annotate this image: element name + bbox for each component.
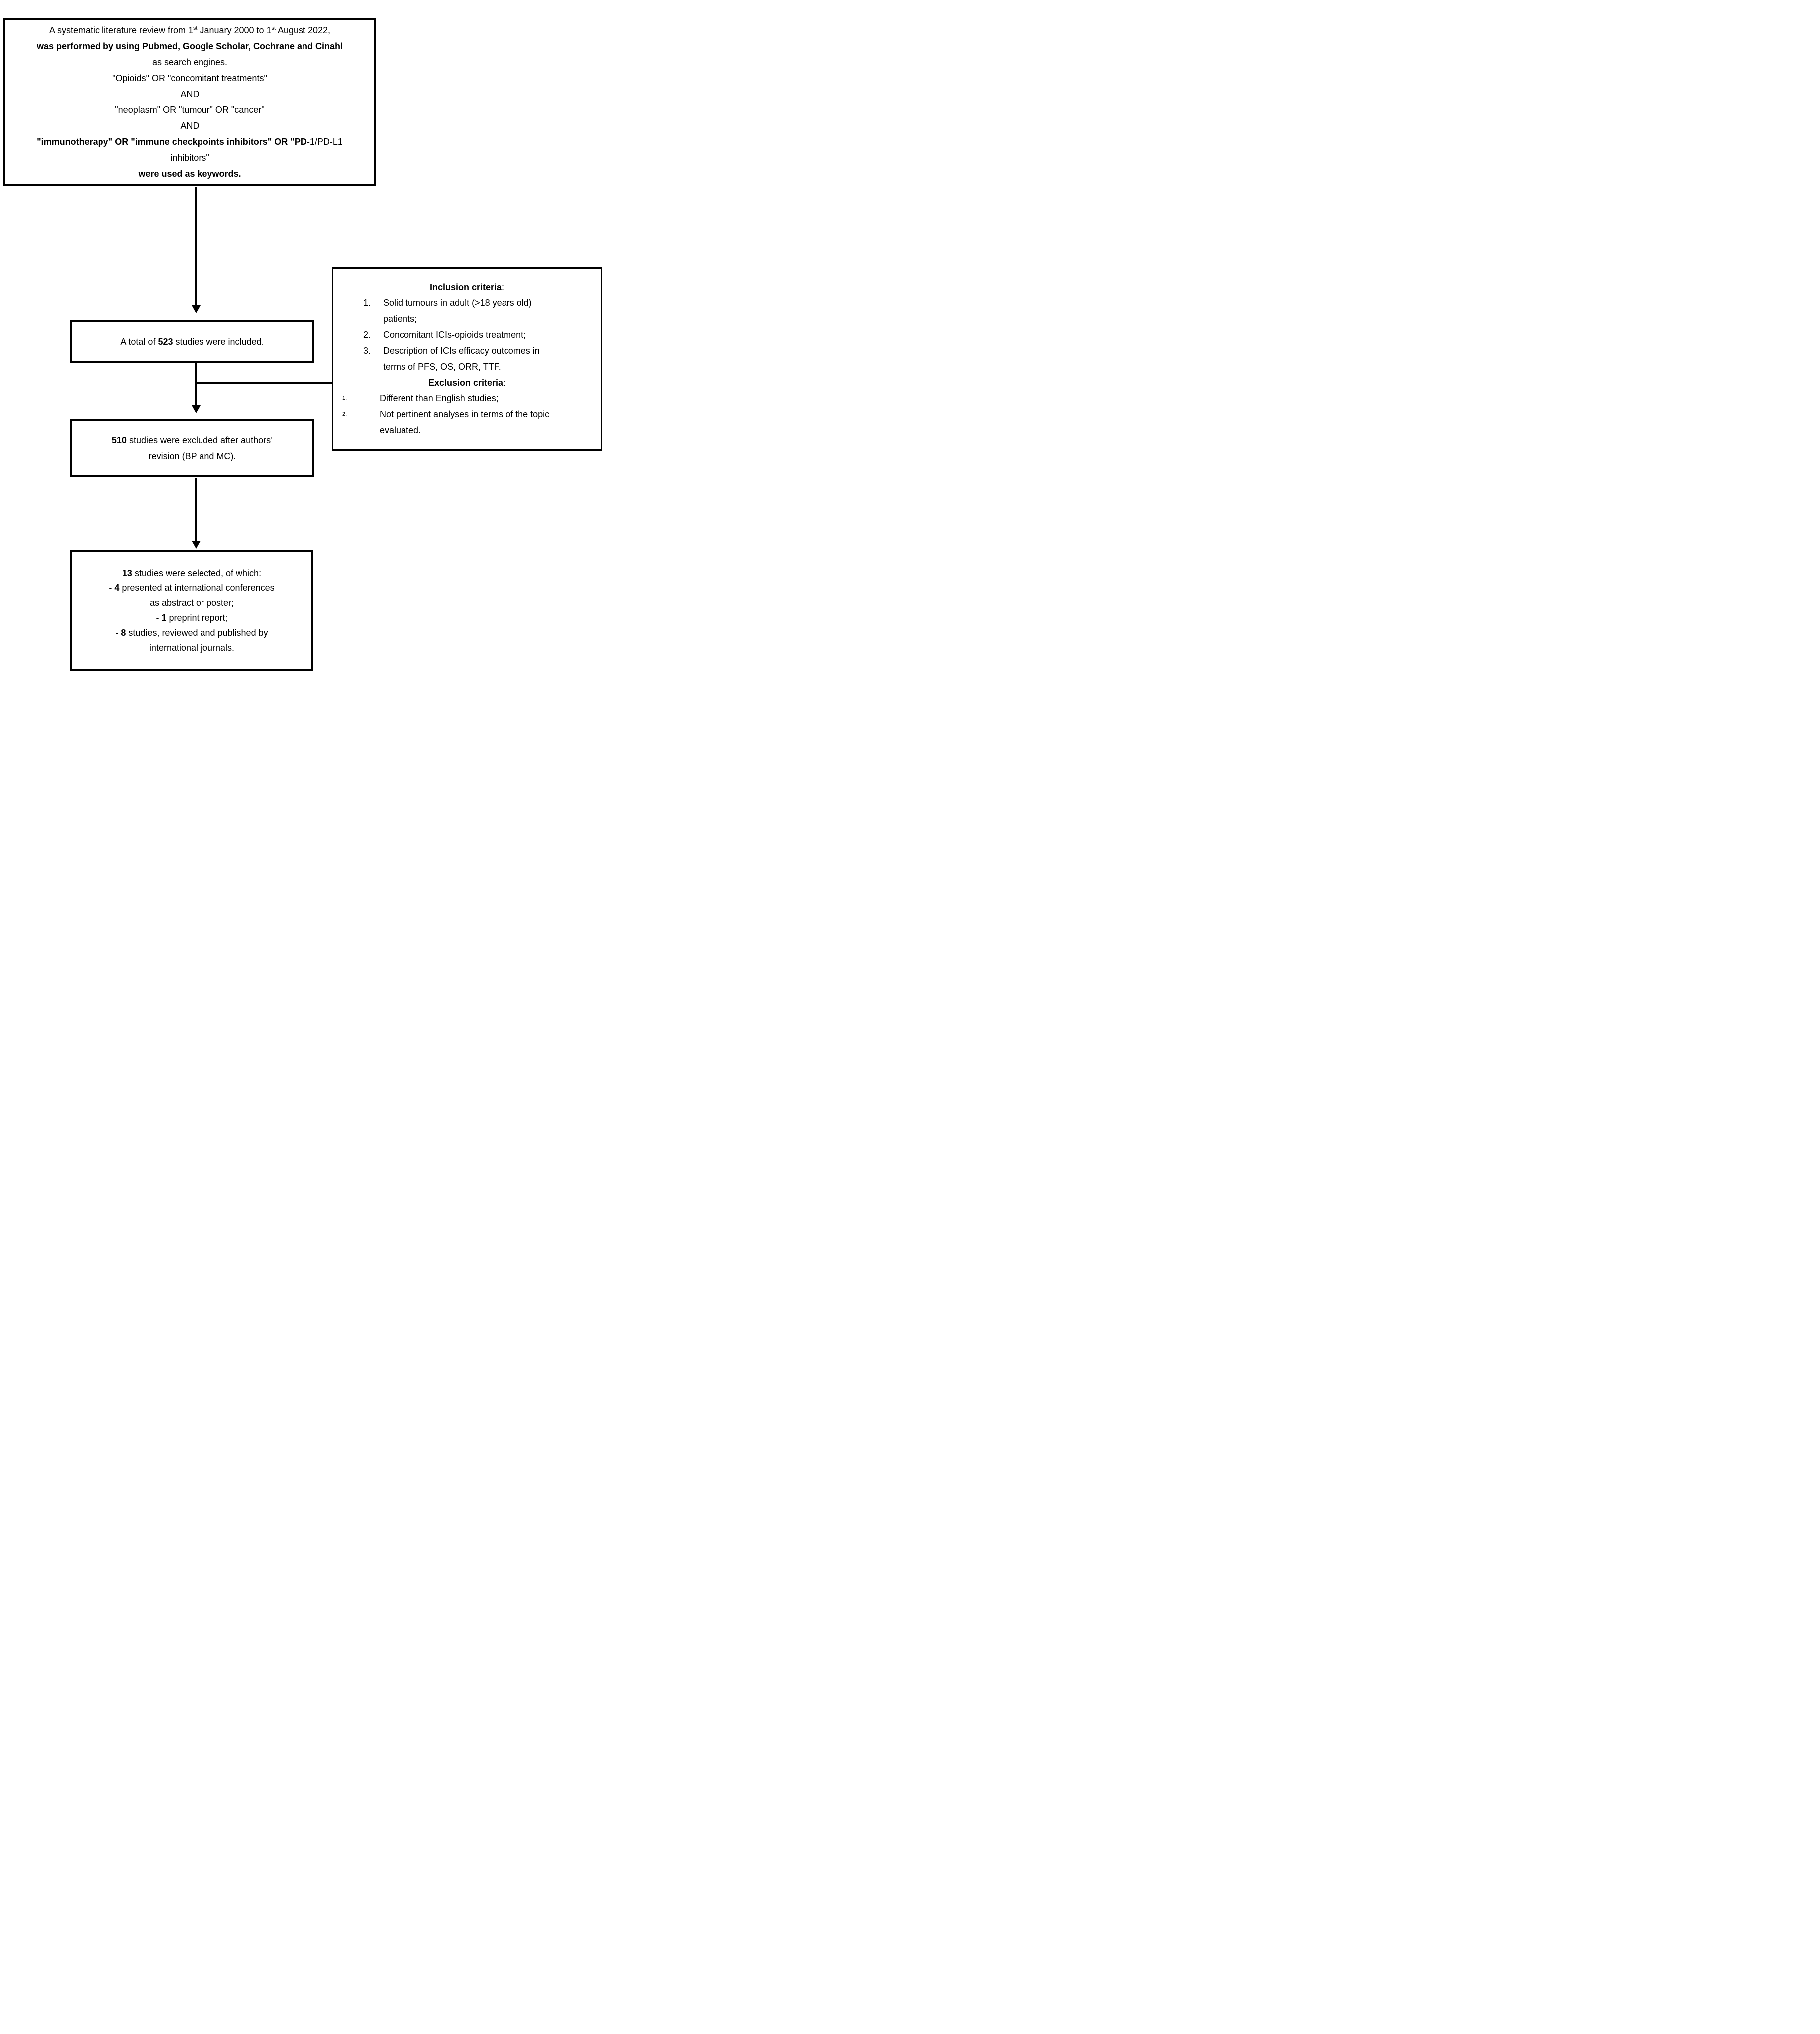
- text-line: A total of 523 studies were included.: [120, 337, 264, 347]
- criteria-item: 1. Different than English studies;: [333, 390, 601, 406]
- text-line: - 1 preprint report;: [156, 612, 228, 623]
- exclusion-criteria-title: Exclusion criteria:: [333, 375, 601, 390]
- text-line: "immunotherapy" OR "immune checkpoints i…: [37, 136, 343, 147]
- criteria-box: Inclusion criteria: 1. Solid tumours in a…: [332, 267, 602, 451]
- included-studies-box: A total of 523 studies were included.: [70, 320, 314, 363]
- text-line: "Opioids" OR "concomitant treatments": [112, 73, 267, 83]
- included-studies-text: A total of 523 studies were included.: [120, 334, 264, 350]
- arrow-line-1: [195, 187, 197, 306]
- criteria-item-text: Description of ICIs efficacy outcomes in…: [383, 346, 540, 372]
- inclusion-criteria-title: Inclusion criteria:: [333, 279, 601, 295]
- arrow-line-2: [195, 363, 197, 406]
- arrow-down-icon-2: [192, 405, 201, 413]
- text-line: AND: [180, 89, 200, 99]
- flowchart-canvas: A systematic literature review from 1st …: [0, 0, 607, 678]
- inclusion-criteria-list: 1. Solid tumours in adult (>18 years old)…: [333, 295, 601, 375]
- text-line: were used as keywords.: [138, 168, 241, 179]
- text-line: AND: [180, 120, 200, 131]
- criteria-item-number: 1.: [342, 395, 347, 401]
- criteria-item-text: Solid tumours in adult (>18 years old)pa…: [383, 298, 532, 324]
- selected-studies-text: 13 studies were selected, of which: - 4 p…: [109, 566, 274, 655]
- text-line: - 4 presented at international conferenc…: [109, 582, 275, 593]
- arrow-down-icon-3: [192, 541, 201, 549]
- criteria-item: 2. Concomitant ICIs-opioids treatment;: [333, 327, 601, 343]
- search-strategy-box: A systematic literature review from 1st …: [3, 18, 376, 186]
- criteria-item-text: Different than English studies;: [380, 393, 499, 403]
- text-line: Exclusion criteria:: [428, 378, 506, 387]
- excluded-studies-text: 510 studies were excluded after authors’…: [112, 432, 273, 464]
- text-line: A systematic literature review from 1st …: [49, 25, 331, 35]
- text-line: 510 studies were excluded after authors’: [111, 435, 273, 445]
- text-line: as search engines.: [152, 57, 228, 67]
- criteria-item: 2. Not pertinent analyses in terms of the…: [333, 406, 601, 438]
- criteria-item-number: 2.: [342, 411, 347, 417]
- text-line: inhibitors": [170, 152, 209, 163]
- text-line: international journals.: [149, 642, 235, 653]
- criteria-item: 3. Description of ICIs efficacy outcomes …: [333, 343, 601, 375]
- exclusion-criteria-list: 1. Different than English studies; 2. Not p…: [333, 390, 601, 438]
- selected-studies-box: 13 studies were selected, of which: - 4 p…: [70, 550, 313, 671]
- search-strategy-text: A systematic literature review from 1st …: [37, 22, 343, 182]
- text-line: Inclusion criteria:: [429, 282, 505, 292]
- excluded-studies-box: 510 studies were excluded after authors’…: [70, 419, 314, 477]
- text-line: as abstract or poster;: [149, 597, 234, 608]
- text-line: - 8 studies, reviewed and published by: [115, 627, 268, 638]
- text-line: "neoplasm" OR "tumour" OR "cancer": [115, 104, 265, 115]
- criteria-item-text: Concomitant ICIs-opioids treatment;: [383, 330, 526, 340]
- criteria-item-number: 1.: [363, 298, 371, 308]
- criteria-item-number: 3.: [363, 346, 371, 356]
- text-line: 13 studies were selected, of which:: [122, 568, 262, 578]
- criteria-item: 1. Solid tumours in adult (>18 years old)…: [333, 295, 601, 327]
- criteria-item-number: 2.: [363, 330, 371, 340]
- arrow-down-icon-1: [192, 305, 201, 313]
- arrow-line-3: [195, 478, 197, 541]
- text-line: revision (BP and MC).: [148, 451, 236, 461]
- text-line: was performed by using Pubmed, Google Sc…: [36, 41, 343, 51]
- criteria-item-text: Not pertinent analyses in terms of the t…: [380, 409, 550, 435]
- connector-line-to-criteria: [196, 382, 332, 384]
